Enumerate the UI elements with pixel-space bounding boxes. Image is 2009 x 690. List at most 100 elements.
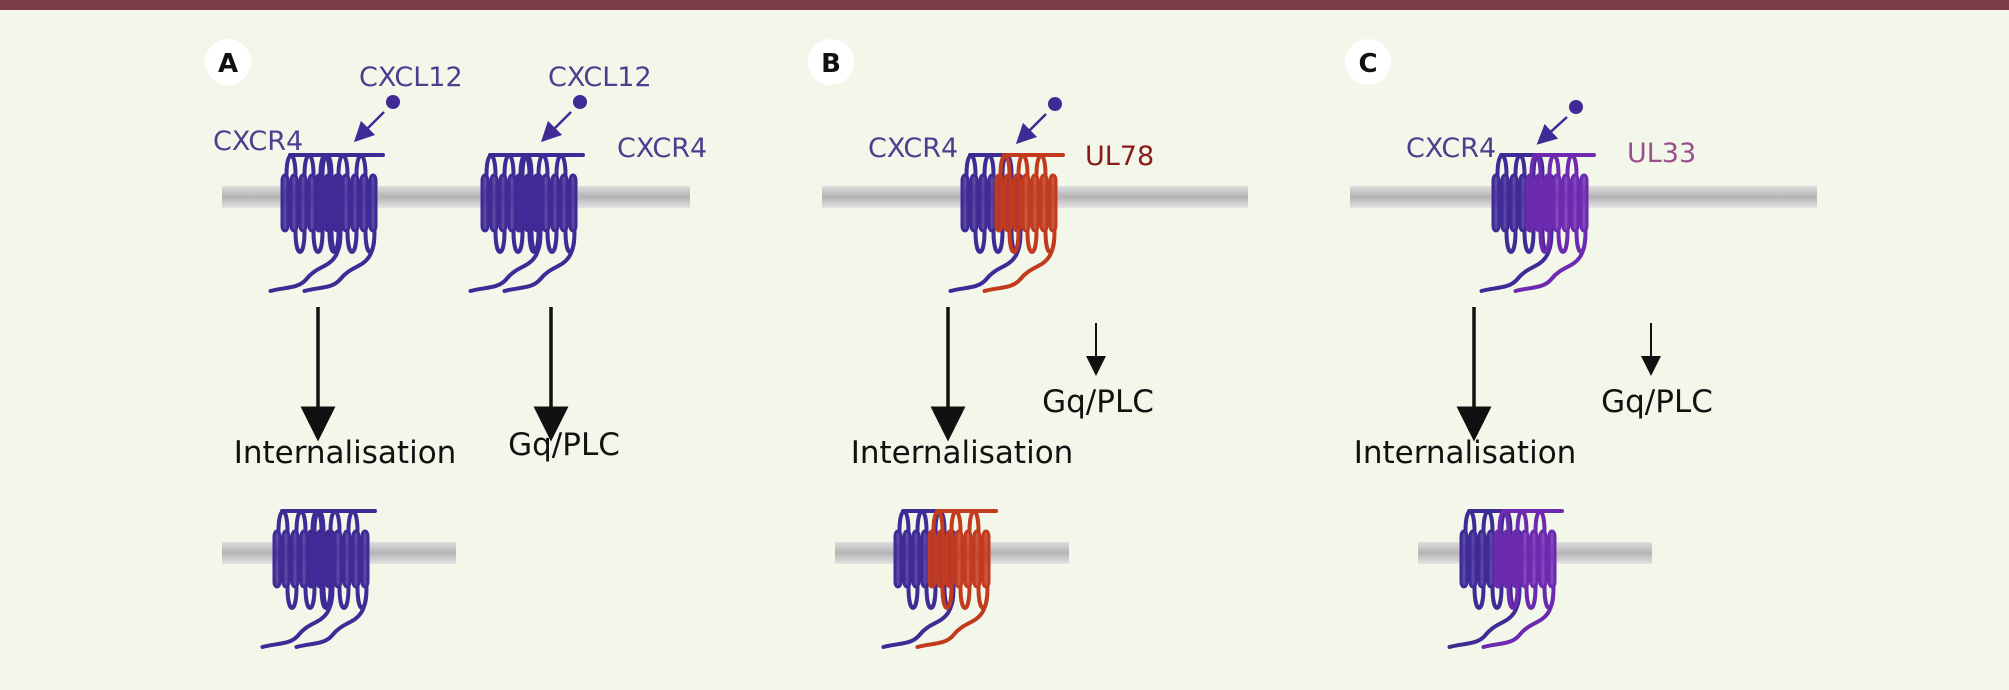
tm-helix (523, 173, 533, 233)
tm-helix (960, 173, 970, 233)
ligand-c (1536, 100, 1583, 145)
tm-helix (507, 173, 517, 233)
tm-helix (981, 529, 991, 589)
cxcr4-dimer-a2-right (502, 153, 585, 293)
receptor-loops (502, 153, 585, 293)
tm-helix (315, 529, 325, 589)
cxcr4-dimer-a-internalised-right (294, 509, 377, 649)
tm-helix (307, 173, 317, 233)
tm-helix (341, 173, 351, 233)
tm-helix (936, 529, 946, 589)
tm-helix (550, 173, 560, 233)
tm-helix (333, 529, 343, 589)
tm-helix (541, 173, 551, 233)
label-internalisation-b: Internalisation (851, 435, 1074, 471)
tm-helix (514, 173, 524, 233)
ligand-a2-dot (573, 95, 587, 109)
tm-helix (299, 529, 309, 589)
panel-c-badge: C (1345, 39, 1391, 85)
tm-helix (1511, 529, 1521, 589)
tm-helix (1529, 529, 1539, 589)
receptor-loops (1513, 153, 1596, 293)
tm-helix (1518, 173, 1528, 233)
tm-helix (1509, 173, 1519, 233)
ligand-b (1015, 97, 1062, 145)
tm-helix (306, 529, 316, 589)
tm-helix (280, 173, 290, 233)
label-cxcl12-a2: CXCL12 (548, 62, 652, 93)
tm-helix (568, 173, 578, 233)
tm-helix (1030, 173, 1040, 233)
tm-helix (1039, 173, 1049, 233)
tm-helix (954, 529, 964, 589)
figure-svg: A B C CXCL12 CXCL12 CXCR4 CXCR4 CXCR4 UL… (205, 39, 1817, 649)
tm-helix (1570, 173, 1580, 233)
tm-helix (1003, 173, 1013, 233)
receptor-loops (1481, 509, 1564, 649)
tm-helix (1543, 173, 1553, 233)
ligand-c-dot (1569, 100, 1583, 114)
tm-helix (927, 529, 937, 589)
tm-helix (911, 529, 921, 589)
tm-helix (1048, 173, 1058, 233)
tm-helix (963, 529, 973, 589)
tm-helix (281, 529, 291, 589)
panel-a-letter: A (218, 49, 238, 79)
tm-helix (1021, 173, 1031, 233)
label-cxcr4-a1: CXCR4 (213, 126, 303, 157)
tm-helix (359, 173, 369, 233)
tm-helix (298, 173, 308, 233)
receptor-loops (302, 153, 385, 293)
tm-helix (480, 173, 490, 233)
tm-helix (314, 173, 324, 233)
label-gqplc-b: Gq/PLC (1042, 384, 1154, 420)
receptor-loops (915, 509, 998, 649)
cxcr4-ul78-dimer-internalised-right (915, 509, 998, 649)
label-gqplc-c: Gq/PLC (1601, 384, 1713, 420)
label-gqplc-a: Gq/PLC (508, 427, 620, 463)
receptor-loops (982, 153, 1065, 293)
tm-helix (360, 529, 370, 589)
tm-helix (1561, 173, 1571, 233)
ligand-c-arrow (1536, 116, 1568, 145)
cxcr4-ul78-dimer-right (982, 153, 1065, 293)
tm-helix (1525, 173, 1535, 233)
ligand-a2-arrow (540, 111, 572, 143)
tm-helix (350, 173, 360, 233)
tm-helix (489, 173, 499, 233)
tm-helix (351, 529, 361, 589)
tm-helix (902, 529, 912, 589)
panel-a-badge: A (205, 39, 251, 85)
label-internalisation-c: Internalisation (1354, 435, 1577, 471)
top-border (0, 0, 2009, 10)
tm-helix (1500, 173, 1510, 233)
figure-canvas: A B C CXCL12 CXCL12 CXCR4 CXCR4 CXCR4 UL… (0, 10, 2009, 686)
tm-helix (498, 173, 508, 233)
label-ul78: UL78 (1085, 141, 1154, 172)
tm-helix (1579, 173, 1589, 233)
tm-helix (1486, 529, 1496, 589)
label-ul33: UL33 (1627, 138, 1696, 169)
label-internalisation-a: Internalisation (234, 435, 457, 471)
label-cxcr4-c: CXCR4 (1406, 133, 1496, 164)
tm-helix (342, 529, 352, 589)
tm-helix (368, 173, 378, 233)
tm-helix (1538, 529, 1548, 589)
tm-helix (945, 529, 955, 589)
tm-helix (332, 173, 342, 233)
cxcr4-dimer-a1-right (302, 153, 385, 293)
tm-helix (1534, 173, 1544, 233)
tm-helix (559, 173, 569, 233)
tm-helix (289, 173, 299, 233)
panel-b-letter: B (821, 49, 841, 79)
tm-helix (1520, 529, 1530, 589)
tm-helix (893, 529, 903, 589)
panel-b-badge: B (808, 39, 854, 85)
tm-helix (978, 173, 988, 233)
tm-helix (1547, 529, 1557, 589)
ligand-b-dot (1048, 97, 1062, 111)
tm-helix (290, 529, 300, 589)
label-cxcr4-a2: CXCR4 (617, 133, 707, 164)
cxcr4-ul33-dimer-internalised-right (1481, 509, 1564, 649)
ligand-a1 (353, 95, 400, 143)
